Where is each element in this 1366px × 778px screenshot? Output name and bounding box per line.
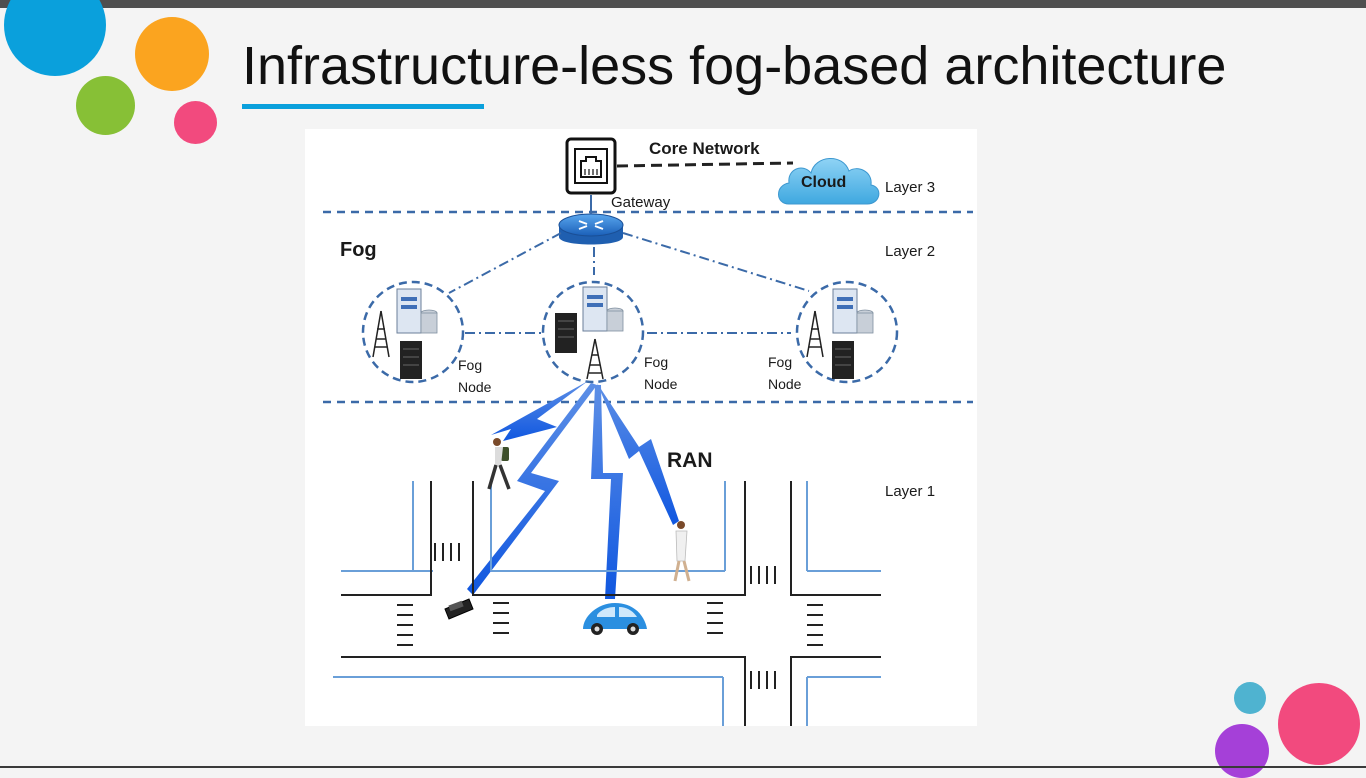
top-bar bbox=[0, 0, 1366, 8]
decor-dot-orange bbox=[135, 17, 209, 91]
decor-dot-teal bbox=[1234, 682, 1266, 714]
decor-dot-blue bbox=[4, 0, 106, 76]
fog-node-center-label-line2: Node bbox=[644, 376, 678, 392]
decor-dot-green bbox=[76, 76, 135, 135]
car-icon bbox=[444, 598, 474, 620]
fog-node-center-label-line1: Fog bbox=[644, 354, 668, 370]
tower-icon bbox=[372, 310, 390, 358]
decor-dot-purple bbox=[1215, 724, 1269, 778]
fog-node-right bbox=[795, 280, 899, 384]
pedestrian-icon bbox=[673, 521, 691, 582]
fog-label: Fog bbox=[340, 239, 377, 261]
gateway-icon bbox=[565, 137, 617, 195]
core-network-link bbox=[616, 161, 794, 168]
core-network-label: Core Network bbox=[649, 139, 760, 158]
decor-dot-pink bbox=[174, 101, 217, 144]
layer1-label: Layer 1 bbox=[885, 483, 935, 500]
roads bbox=[333, 481, 881, 726]
architecture-diagram: Core Network Cloud Layer 3 Gateway Fog L… bbox=[305, 129, 977, 726]
cloud-label: Cloud bbox=[801, 174, 846, 191]
fog-node-left bbox=[361, 280, 465, 384]
server-icon bbox=[396, 288, 438, 379]
server-icon bbox=[832, 288, 874, 379]
bottom-border bbox=[0, 766, 1366, 768]
tower-icon bbox=[806, 310, 824, 358]
slide-title: Infrastructure-less fog-based architectu… bbox=[242, 36, 1227, 96]
ran-links bbox=[467, 381, 679, 599]
fog-node-left-label-line1: Fog bbox=[458, 357, 482, 373]
server-icon bbox=[555, 286, 624, 353]
gateway-label: Gateway bbox=[611, 194, 671, 211]
fog-node-center bbox=[541, 280, 645, 384]
cloud-icon bbox=[778, 158, 880, 205]
router-icon bbox=[558, 213, 624, 245]
pedestrian-icon bbox=[487, 438, 511, 490]
layer3-label: Layer 3 bbox=[885, 179, 935, 196]
fog-node-right-label-line1: Fog bbox=[768, 354, 792, 370]
ran-label: RAN bbox=[667, 449, 713, 472]
tower-icon bbox=[586, 338, 604, 380]
decor-dot-rose bbox=[1278, 683, 1360, 765]
router-fog-links bbox=[448, 232, 810, 334]
car-icon bbox=[583, 603, 647, 635]
crosswalks bbox=[397, 543, 823, 689]
title-underline bbox=[242, 104, 484, 109]
fog-node-left-label-line2: Node bbox=[458, 379, 492, 395]
layer2-label: Layer 2 bbox=[885, 243, 935, 260]
fog-node-right-label-line2: Node bbox=[768, 376, 802, 392]
